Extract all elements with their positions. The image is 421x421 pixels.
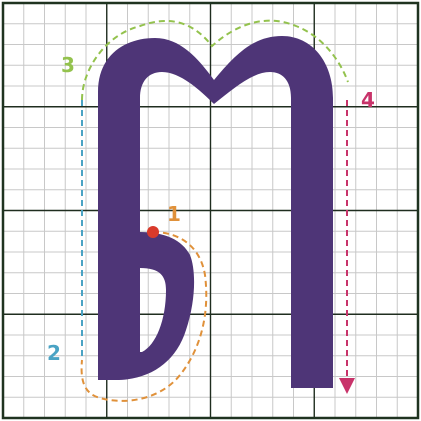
stroke-4-arrowhead — [339, 378, 355, 394]
stroke-3-guide — [81, 19, 349, 101]
letter-glyph — [98, 36, 333, 388]
stroke-1-start-dot — [147, 226, 159, 238]
stroke-4-number: 4 — [361, 88, 375, 112]
stroke-3-number: 3 — [61, 53, 75, 77]
stroke-1-guide — [80, 231, 208, 402]
stroke-2-number: 2 — [47, 341, 61, 365]
stroke-1-number: 1 — [167, 202, 181, 226]
